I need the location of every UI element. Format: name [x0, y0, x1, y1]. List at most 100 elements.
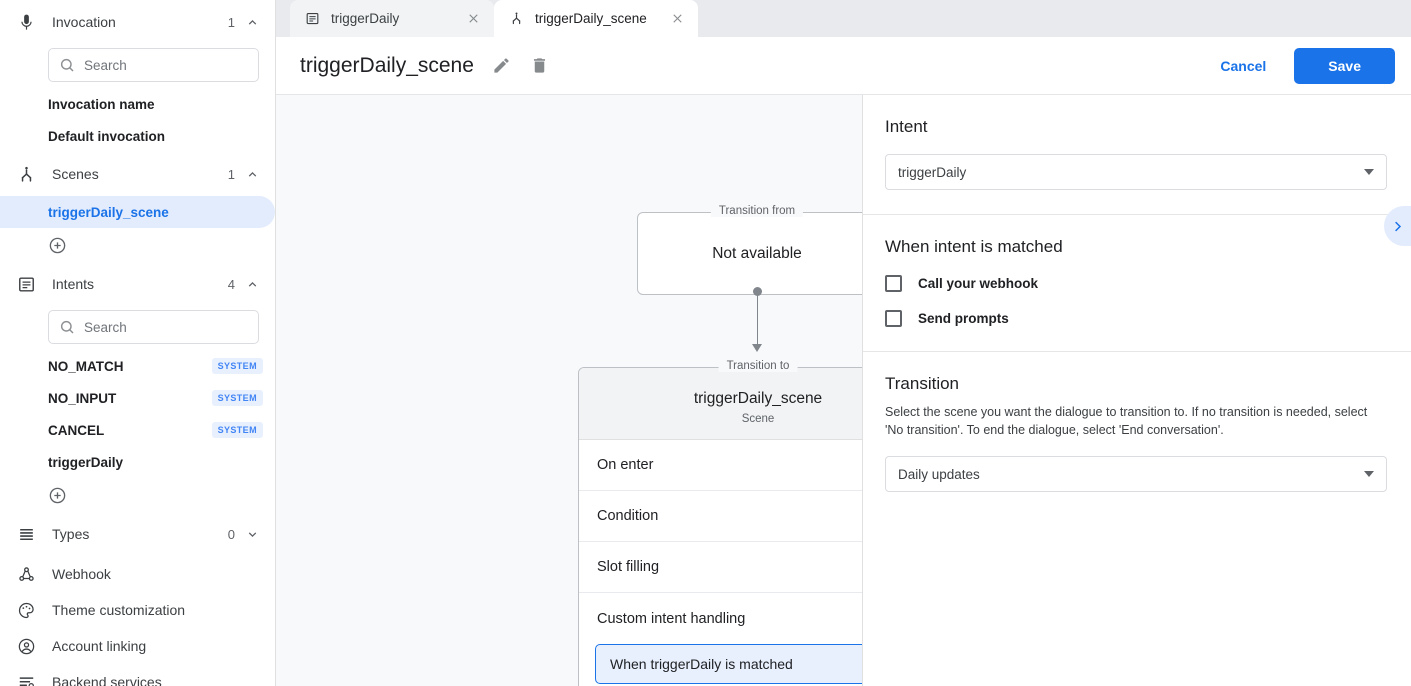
- tab-triggerdaily-scene[interactable]: triggerDaily_scene: [494, 0, 698, 37]
- sidebar-group-intents[interactable]: Intents 4: [0, 262, 275, 306]
- save-button[interactable]: Save: [1294, 47, 1395, 84]
- sidebar-item-label: Invocation name: [48, 96, 155, 112]
- invocation-search-input[interactable]: [84, 57, 261, 73]
- chevron-up-icon[interactable]: [245, 167, 259, 181]
- intent-section-title: Intent: [885, 117, 928, 136]
- intent-handler-chip[interactable]: When triggerDaily is matched: [595, 644, 862, 684]
- sidebar-item-label: Webhook: [52, 566, 111, 582]
- status-badge: SYSTEM: [211, 358, 263, 374]
- chevron-up-icon[interactable]: [245, 277, 259, 291]
- chevron-up-icon[interactable]: [245, 15, 259, 29]
- transition-from-value: Not available: [712, 244, 802, 262]
- tab-bar: triggerDaily triggerDaily_scene: [276, 0, 1411, 37]
- sidebar-item-no-match[interactable]: NO_MATCH SYSTEM: [0, 350, 275, 382]
- when-intent-matched-section: When intent is matched Call your webhook…: [863, 215, 1411, 352]
- scene-row-label: Slot filling: [597, 559, 660, 575]
- sidebar-item-cancel[interactable]: CANCEL SYSTEM: [0, 414, 275, 446]
- sidebar-group-count: 0: [227, 526, 235, 542]
- chevron-right-icon: [1390, 219, 1405, 234]
- webhook-nodes-icon: [14, 562, 38, 586]
- sidebar-item-invocation-name[interactable]: Invocation name: [0, 88, 275, 120]
- sidebar-group-label: Intents: [52, 276, 95, 292]
- sidebar-item-backend-services[interactable]: Backend services: [0, 664, 275, 686]
- call-your-webhook-checkbox[interactable]: [885, 275, 902, 292]
- page-title: triggerDaily_scene: [300, 53, 474, 77]
- sidebar-group-label: Types: [52, 526, 90, 542]
- workspace: Transition from Not available Transition…: [276, 95, 1411, 686]
- properties-panel: Intent triggerDaily When intent is match…: [862, 95, 1411, 686]
- left-sidebar: Invocation 1 Invocation name Default inv…: [0, 0, 276, 686]
- intents-search-input[interactable]: [84, 319, 261, 335]
- send-prompts-row[interactable]: Send prompts: [885, 310, 1387, 327]
- tab-label: triggerDaily: [331, 11, 400, 26]
- sidebar-item-webhook[interactable]: Webhook: [0, 556, 275, 592]
- transition-from-box: Transition from Not available: [637, 205, 862, 295]
- send-prompts-checkbox[interactable]: [885, 310, 902, 327]
- sidebar-group-types[interactable]: Types 0: [0, 512, 275, 556]
- sidebar-group-invocation[interactable]: Invocation 1: [0, 0, 275, 44]
- transition-section: Transition Select the scene you want the…: [863, 352, 1411, 516]
- panel-collapse-button[interactable]: [1384, 206, 1411, 246]
- sidebar-item-triggerdaily-scene[interactable]: triggerDaily_scene: [0, 196, 275, 228]
- intents-search-box[interactable]: [48, 310, 261, 344]
- scene-row-custom-intent-handling[interactable]: Custom intent handling +: [579, 593, 862, 644]
- intent-select[interactable]: triggerDaily: [885, 154, 1387, 190]
- status-badge: SYSTEM: [211, 390, 263, 406]
- scene-row-slot-filling[interactable]: Slot filling +: [579, 542, 862, 593]
- sidebar-item-theme-customization[interactable]: Theme customization: [0, 592, 275, 628]
- call-your-webhook-row[interactable]: Call your webhook: [885, 275, 1387, 292]
- scene-row-on-enter[interactable]: On enter +: [579, 440, 862, 491]
- transition-from-legend: Transition from: [710, 205, 804, 217]
- add-circle-icon[interactable]: [48, 236, 67, 255]
- close-icon[interactable]: [670, 11, 686, 27]
- sidebar-group-scenes[interactable]: Scenes 1: [0, 152, 275, 196]
- tab-label: triggerDaily_scene: [535, 11, 647, 26]
- connector-arrow-down: [752, 344, 762, 352]
- scene-canvas[interactable]: Transition from Not available Transition…: [276, 95, 862, 686]
- scene-card-subtitle: Scene: [741, 413, 775, 425]
- sidebar-item-label: CANCEL: [48, 422, 105, 438]
- add-intent-row: [0, 478, 275, 512]
- sidebar-item-default-invocation[interactable]: Default invocation: [0, 120, 275, 152]
- scene-row-custom-intent-handling-block: Custom intent handling + When triggerDai…: [579, 593, 862, 686]
- tab-triggerdaily[interactable]: triggerDaily: [290, 0, 494, 37]
- invocation-search-box[interactable]: [48, 48, 261, 82]
- chevron-down-icon: [1364, 169, 1374, 175]
- call-your-webhook-label: Call your webhook: [918, 276, 1039, 291]
- sidebar-group-label: Scenes: [52, 166, 99, 182]
- sidebar-item-label: NO_MATCH: [48, 358, 124, 374]
- scene-branch-icon: [14, 162, 38, 186]
- sidebar-item-label: Account linking: [52, 638, 147, 654]
- transition-section-description: Select the scene you want the dialogue t…: [885, 405, 1368, 438]
- main-area: triggerDaily triggerDaily_scene triggerD…: [276, 0, 1411, 686]
- sidebar-item-account-linking[interactable]: Account linking: [0, 628, 275, 664]
- close-icon[interactable]: [466, 11, 482, 27]
- sidebar-group-count: 4: [227, 276, 235, 292]
- chevron-down-icon[interactable]: [245, 527, 259, 541]
- send-prompts-label: Send prompts: [918, 311, 1009, 326]
- microphone-icon: [14, 10, 38, 34]
- palette-icon: [14, 598, 38, 622]
- search-icon: [59, 319, 75, 335]
- transition-select[interactable]: Daily updates: [885, 456, 1387, 493]
- add-scene-row: [0, 228, 275, 262]
- sidebar-item-label: triggerDaily: [48, 454, 124, 470]
- intent-list-icon: [14, 272, 38, 296]
- trash-icon[interactable]: [530, 56, 550, 76]
- scene-row-label: Custom intent handling: [597, 610, 746, 627]
- sidebar-item-no-input[interactable]: NO_INPUT SYSTEM: [0, 382, 275, 414]
- sidebar-item-triggerdaily[interactable]: triggerDaily: [0, 446, 275, 478]
- status-badge: SYSTEM: [211, 422, 263, 438]
- pencil-icon[interactable]: [492, 56, 512, 76]
- cancel-button[interactable]: Cancel: [1206, 49, 1280, 83]
- intent-select-value: triggerDaily: [898, 164, 967, 180]
- scene-card: Transition to triggerDaily_scene Scene O…: [578, 360, 862, 686]
- add-circle-icon[interactable]: [48, 486, 67, 505]
- intent-section: Intent triggerDaily: [863, 95, 1411, 215]
- intents-search-wrap: [0, 306, 275, 350]
- scene-row-condition[interactable]: Condition +: [579, 491, 862, 542]
- when-intent-matched-title: When intent is matched: [885, 237, 1063, 256]
- intent-list-icon: [304, 11, 320, 27]
- scene-row-label: On enter: [597, 457, 654, 473]
- page-header: triggerDaily_scene Cancel Save: [276, 37, 1411, 95]
